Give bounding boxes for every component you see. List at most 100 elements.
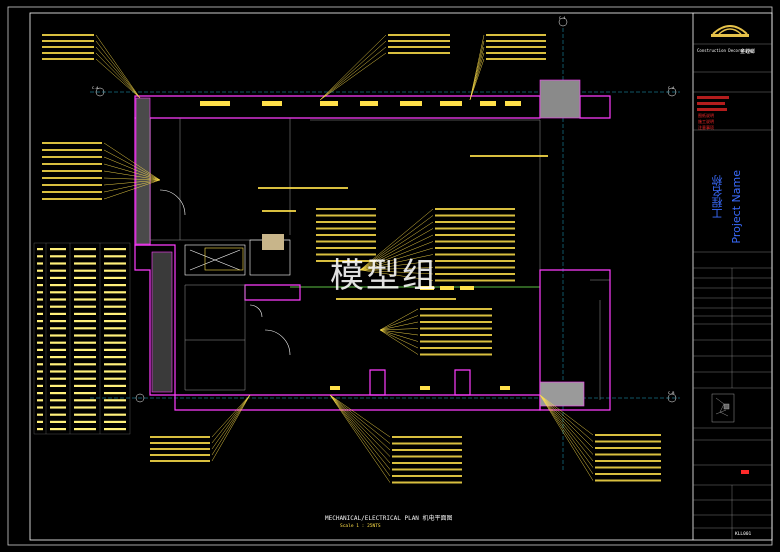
legend-cell — [50, 363, 66, 366]
drawing-title: MECHANICAL/ELECTRICAL PLAN 机电平面图 — [325, 515, 453, 522]
legend-cell — [50, 298, 66, 301]
project-name-cn: 工程名称 — [711, 175, 724, 219]
legend-cell — [74, 291, 96, 294]
annotation-note — [42, 58, 94, 60]
leader-line — [379, 329, 419, 349]
leader-line — [359, 267, 434, 271]
drawing-number: KLL001 — [735, 532, 752, 537]
leader-line — [359, 260, 434, 271]
grid-label-right-2: C-B — [668, 391, 675, 395]
annotation-note — [435, 260, 515, 262]
key-plan — [711, 393, 735, 423]
legend-cell — [104, 248, 126, 251]
annotation-note — [150, 436, 210, 438]
annotation-note — [435, 221, 515, 223]
leader-line — [103, 179, 161, 186]
legend-cell — [74, 406, 96, 409]
annotation-note — [316, 260, 376, 262]
legend-cell — [50, 420, 66, 423]
legend-cell — [50, 269, 66, 272]
leader-line — [379, 329, 419, 355]
leader-line — [359, 269, 434, 281]
annotation-note — [336, 298, 456, 300]
legend-cell — [74, 377, 96, 380]
legend-cell — [37, 428, 43, 431]
annotation-note — [316, 247, 376, 249]
leader-line — [329, 394, 391, 457]
legend-cell — [104, 413, 126, 416]
leader-line — [103, 179, 161, 200]
legend-cell — [104, 392, 126, 395]
leader-line — [103, 179, 161, 193]
legend-cell — [74, 284, 96, 287]
legend-cell — [50, 399, 66, 402]
annotation-note — [470, 155, 548, 157]
leader-line — [469, 40, 485, 101]
annotation-note — [388, 46, 450, 48]
legend-cell — [104, 356, 126, 359]
annotation-note — [392, 436, 462, 438]
annotation-note — [435, 279, 515, 282]
legend-cell — [74, 305, 96, 308]
legend-cell — [37, 348, 43, 351]
annotation-note — [316, 253, 376, 256]
annotation-note — [486, 40, 546, 42]
legend-cell — [74, 255, 96, 258]
legend-cell — [50, 356, 66, 359]
legend-cell — [104, 420, 126, 423]
company-name-en: Construction Decoration — [697, 48, 753, 53]
annotation-note — [392, 449, 462, 451]
legend-cell — [50, 327, 66, 330]
annotation-note — [435, 208, 515, 210]
legend-cell — [37, 341, 43, 344]
grid-label-left-1: C-A — [92, 86, 99, 90]
leader-line — [319, 34, 387, 101]
legend-cell — [50, 384, 66, 387]
legend-cell — [37, 262, 43, 265]
annotation-note — [42, 149, 102, 151]
leader-line — [469, 58, 485, 101]
annotation-note — [150, 460, 210, 462]
legend-cell — [50, 255, 66, 258]
legend-cell — [104, 298, 126, 301]
annotation-note — [392, 462, 462, 464]
leader-line — [95, 52, 141, 99]
leader-line — [211, 394, 251, 438]
legend-cell — [50, 406, 66, 409]
legend-cell — [104, 341, 126, 344]
annotation-note — [42, 163, 102, 165]
leader-line — [329, 394, 391, 451]
annotation-note — [388, 52, 450, 54]
annotation-note — [316, 214, 376, 217]
annotation-note — [150, 454, 210, 456]
legend-cell — [104, 399, 126, 402]
annotation-note — [262, 210, 296, 212]
legend-cell — [37, 291, 43, 294]
annotation-note — [42, 184, 102, 186]
leader-line — [379, 328, 419, 331]
legend-cell — [104, 284, 126, 287]
leader-line — [469, 34, 485, 101]
leader-line — [379, 329, 419, 336]
annotation-note — [316, 240, 376, 243]
leader-line — [539, 394, 594, 468]
annotation-note — [392, 481, 462, 484]
legend-cell — [104, 312, 126, 315]
legend-cell — [74, 399, 96, 402]
leader-line — [103, 177, 161, 181]
leader-line — [329, 394, 391, 483]
annotation-note — [42, 177, 102, 179]
leader-line — [539, 394, 594, 449]
leader-line — [103, 142, 161, 181]
legend-cell — [74, 334, 96, 337]
leader-line — [379, 315, 419, 331]
leader-line — [379, 321, 419, 331]
legend-cell — [74, 420, 96, 423]
leader-line — [329, 394, 391, 477]
annotation-note — [595, 453, 661, 456]
legend-cell — [74, 341, 96, 344]
legend-cell — [74, 276, 96, 279]
annotation-note — [435, 266, 515, 269]
project-name-en: Project Name — [730, 170, 743, 244]
